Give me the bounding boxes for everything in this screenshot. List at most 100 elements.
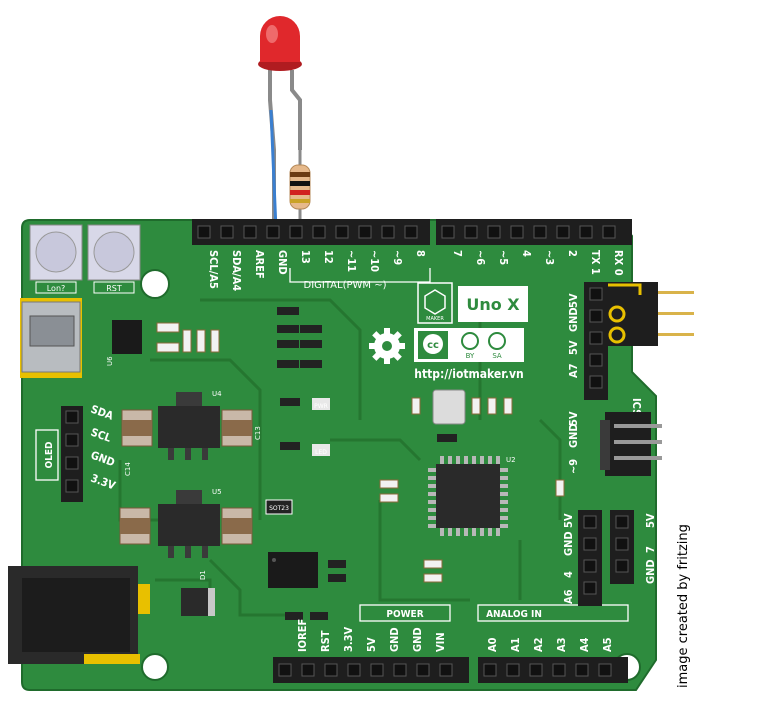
svg-text:LED: LED (315, 449, 327, 456)
digital-pin-label: SCL/A5 (207, 250, 220, 289)
regulator-u4: U4 (158, 390, 222, 460)
brand-logo: MAKER Uno X (417, 282, 528, 324)
digital-header-right[interactable] (436, 219, 632, 245)
side-pin[interactable] (615, 559, 629, 573)
power-pin[interactable] (439, 663, 453, 677)
digital-pin[interactable] (404, 225, 418, 239)
side-pin[interactable] (583, 537, 597, 551)
digital-pin[interactable] (464, 225, 478, 239)
led-component[interactable] (258, 16, 302, 231)
digital-pin-label: 8 (414, 250, 427, 257)
svg-text:cc: cc (427, 340, 439, 351)
digital-pin[interactable] (510, 225, 524, 239)
header-pin-label: A7 (567, 363, 580, 378)
header-pin[interactable] (589, 353, 603, 367)
side-pin-label: GND (562, 531, 575, 556)
digital-pin[interactable] (197, 225, 211, 239)
digital-pin[interactable] (487, 225, 501, 239)
digital-pin[interactable] (266, 225, 280, 239)
digital-pin[interactable] (441, 225, 455, 239)
power-pin[interactable] (393, 663, 407, 677)
svg-text:U4: U4 (212, 390, 222, 398)
header-pin[interactable] (589, 287, 603, 301)
analog-pin[interactable] (483, 663, 497, 677)
oled-pin[interactable] (65, 479, 79, 493)
oled-header[interactable] (61, 406, 83, 502)
side-pin[interactable] (615, 537, 629, 551)
header-pin-label: 5V (567, 411, 580, 426)
side-pin[interactable] (583, 559, 597, 573)
digital-header-left[interactable] (192, 219, 430, 245)
digital-pin[interactable] (358, 225, 372, 239)
svg-text:PWR: PWR (314, 403, 328, 410)
header-pin[interactable] (589, 331, 603, 345)
digital-pin-label: 2 (566, 250, 579, 257)
analog-caption: ANALOG IN (486, 609, 542, 620)
oled-pin[interactable] (65, 433, 79, 447)
side-header-gnd7[interactable] (610, 510, 634, 584)
digital-pin[interactable] (335, 225, 349, 239)
digital-pin[interactable] (556, 225, 570, 239)
digital-pin[interactable] (381, 225, 395, 239)
analog-pin-label: A1 (509, 637, 522, 652)
gear-icon (369, 328, 405, 364)
digital-pin[interactable] (602, 225, 616, 239)
digital-pin-label: RX 0 (612, 250, 625, 276)
digital-pin-label: GND (276, 250, 289, 275)
power-caption: POWER (386, 609, 423, 620)
digital-pin[interactable] (289, 225, 303, 239)
header-pin-label: GND (567, 423, 580, 448)
power-pin[interactable] (370, 663, 384, 677)
side-pin[interactable] (583, 581, 597, 595)
digital-pin[interactable] (312, 225, 326, 239)
analog-pin[interactable] (598, 663, 612, 677)
analog-pin[interactable] (506, 663, 520, 677)
micro-usb-port[interactable] (20, 298, 82, 378)
analog-pin[interactable] (529, 663, 543, 677)
power-pin[interactable] (347, 663, 361, 677)
digital-pin[interactable] (579, 225, 593, 239)
analog-header[interactable] (478, 657, 628, 683)
header-pin[interactable] (589, 309, 603, 323)
power-pin-label: 5V (365, 637, 378, 652)
angled-pin-header[interactable] (606, 282, 694, 346)
header-pin[interactable] (589, 375, 603, 389)
analog-pin-label: A4 (578, 637, 591, 652)
oled-pin[interactable] (65, 456, 79, 470)
icsp-header[interactable] (600, 412, 662, 476)
oled-label: OLED (44, 442, 55, 469)
power-pin[interactable] (324, 663, 338, 677)
button-left[interactable]: Lon? (29, 224, 83, 294)
side-pin[interactable] (615, 515, 629, 529)
analog-pin[interactable] (552, 663, 566, 677)
digital-pin[interactable] (243, 225, 257, 239)
side-pin-label: 5V (562, 513, 575, 528)
diode-d1: D1 (181, 570, 215, 616)
analog-pin-label: A3 (555, 637, 568, 652)
side-pin-label: 5V (644, 513, 657, 528)
side-pin[interactable] (583, 515, 597, 529)
digital-caption: DIGITAL(PWM ~) (304, 280, 387, 291)
button-right[interactable]: RST (87, 224, 141, 294)
power-pin-label: RST (319, 630, 332, 652)
power-pin[interactable] (278, 663, 292, 677)
analog-pin[interactable] (575, 663, 589, 677)
brand-url: http://iotmaker.vn (414, 367, 523, 381)
digital-pin-label: TX 1 (589, 250, 602, 275)
dc-barrel-jack[interactable] (8, 566, 150, 664)
right-vertical-header[interactable] (584, 282, 608, 400)
power-pin[interactable] (416, 663, 430, 677)
header-pin-label: GND (567, 307, 580, 332)
oled-pin[interactable] (65, 410, 79, 424)
side-header-a6[interactable] (578, 510, 602, 606)
digital-pin[interactable] (533, 225, 547, 239)
digital-pin-label: 13 (299, 250, 312, 264)
power-header[interactable] (273, 657, 469, 683)
side-pin-label: GND (644, 559, 657, 584)
digital-pin[interactable] (220, 225, 234, 239)
resistor-component[interactable] (289, 150, 311, 232)
button-right-label: RST (106, 284, 122, 293)
power-pin[interactable] (301, 663, 315, 677)
svg-text:SOT23: SOT23 (269, 505, 289, 512)
